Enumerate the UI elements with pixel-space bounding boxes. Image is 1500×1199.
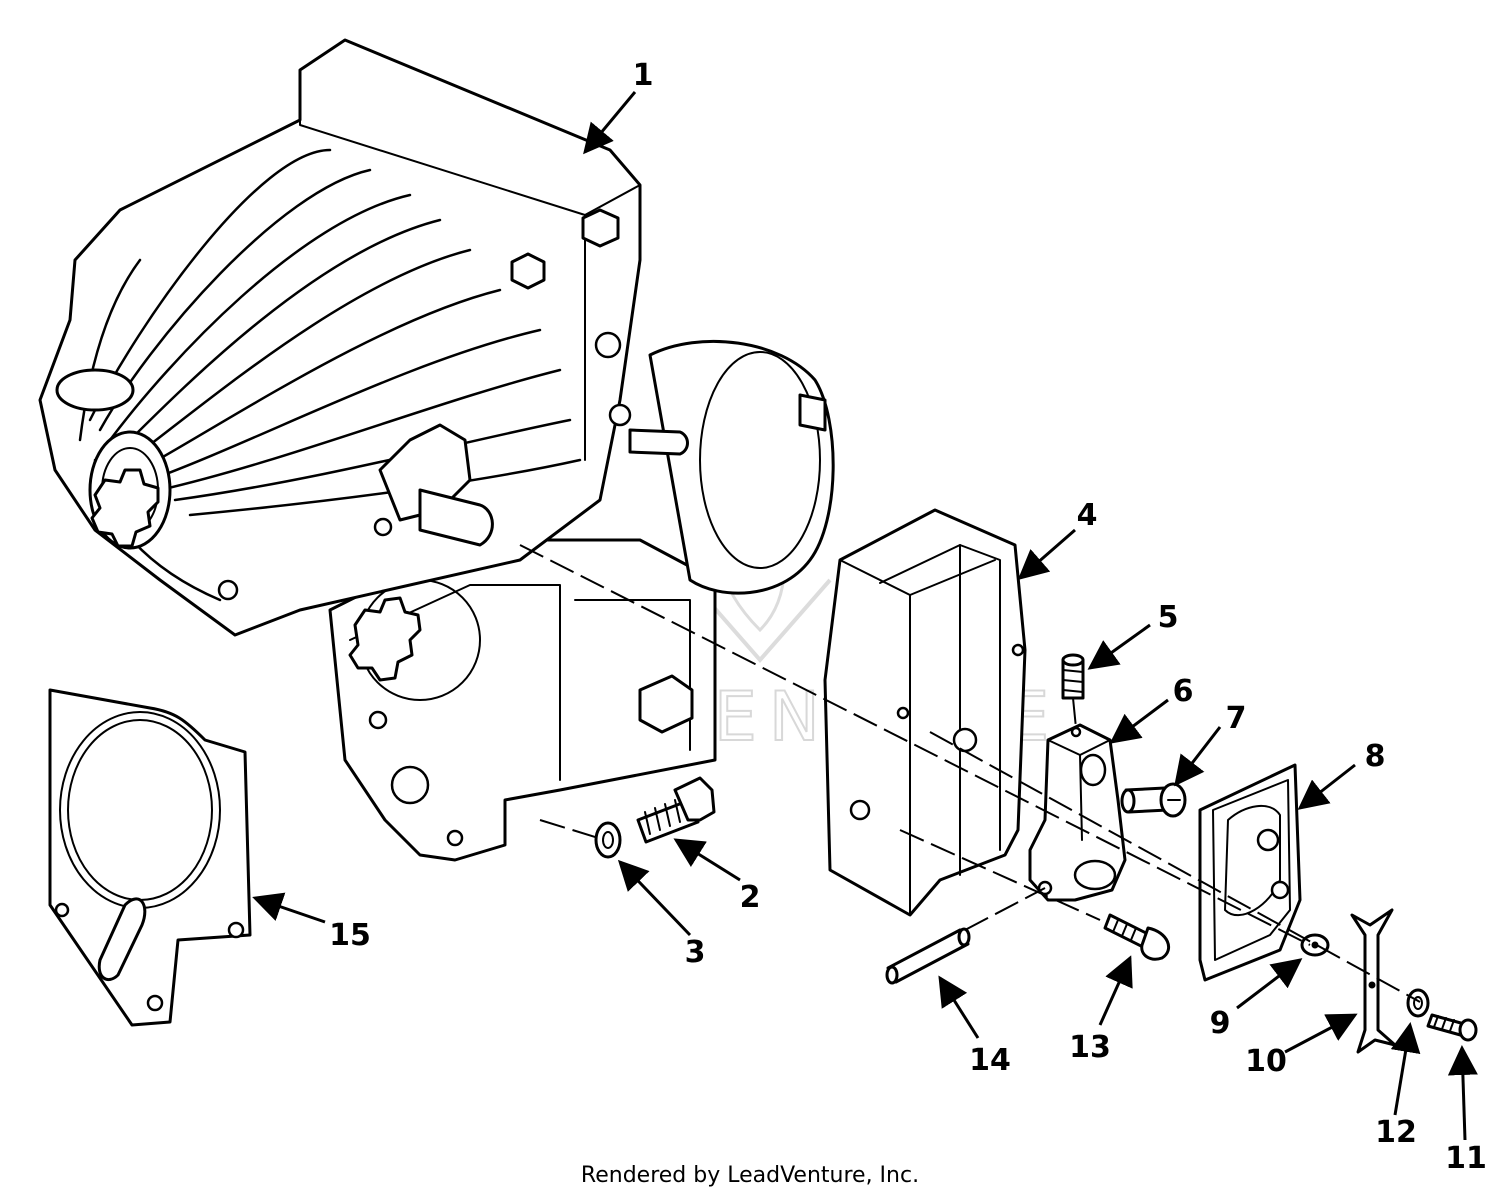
part-14-pin: [885, 927, 971, 985]
part-10-spring-clip: [1350, 908, 1397, 1054]
callout-3: 3: [685, 935, 706, 970]
callout-labels: 1 2 3 4 5 6 7 8 9 10 11 12 13 14 15: [329, 58, 1487, 1176]
callout-6: 6: [1173, 674, 1194, 709]
callout-2: 2: [740, 880, 761, 915]
part-5-set-screw: [1061, 653, 1085, 700]
callout-leaders: [252, 91, 1478, 1141]
part-3-washer: [594, 821, 622, 859]
callout-10: 10: [1245, 1044, 1287, 1079]
part-8-cover-plate: [1198, 763, 1302, 982]
callout-14: 14: [969, 1043, 1011, 1078]
part-1-transmission: [38, 38, 835, 862]
assembly-center-lines: [519, 544, 1421, 1003]
callout-15: 15: [329, 918, 371, 953]
part-13-cap-screw: [1103, 913, 1171, 961]
callout-11: 11: [1445, 1141, 1487, 1176]
part-11-screw: [1426, 1013, 1478, 1042]
part-12-lock-washer: [1406, 988, 1430, 1018]
callout-8: 8: [1365, 739, 1386, 774]
part-2-hex-bolt: [636, 776, 716, 844]
callout-7: 7: [1226, 701, 1247, 736]
callout-1: 1: [633, 58, 654, 93]
part-15-gasket: [48, 688, 252, 1027]
part-7-shoulder-bolt: [1120, 782, 1187, 818]
part-4-bracket: [823, 508, 1027, 917]
callout-5: 5: [1158, 600, 1179, 635]
callout-9: 9: [1210, 1006, 1231, 1041]
part-6-control-arm: [1028, 723, 1127, 902]
render-credit: Rendered by LeadVenture, Inc.: [580, 1163, 920, 1188]
callout-12: 12: [1375, 1115, 1417, 1150]
callout-13: 13: [1069, 1030, 1111, 1065]
callout-4: 4: [1077, 498, 1098, 533]
